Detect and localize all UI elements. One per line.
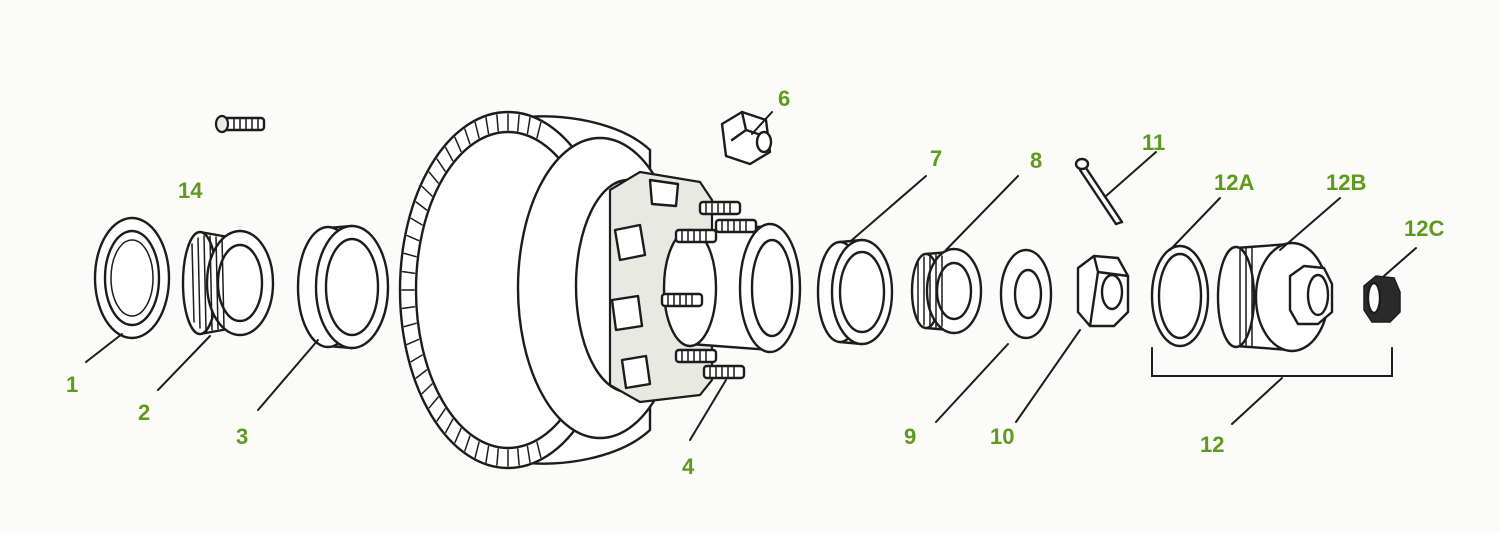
label-12b: 12B	[1326, 170, 1366, 195]
spindle-washer-part	[999, 248, 1053, 340]
label-11: 11	[1142, 130, 1165, 155]
label-3: 3	[236, 424, 248, 449]
wheel-stud-loose-part	[214, 114, 266, 134]
part-labels: 1 2 3 4 6 7 8 9 10 11 12 12A 12B 12C 14	[66, 86, 1444, 479]
outer-bearing-part	[910, 247, 983, 335]
wheel-stud	[714, 218, 758, 234]
o-ring-part	[1150, 244, 1210, 348]
label-4: 4	[682, 454, 695, 479]
wheel-stud	[674, 228, 718, 244]
leader-lines	[85, 111, 1417, 441]
wheel-stud	[702, 364, 746, 380]
outer-race-part	[816, 238, 894, 346]
hub-cap-part	[1216, 241, 1334, 353]
label-6: 6	[778, 86, 790, 111]
wheel-stud	[660, 292, 704, 308]
castle-nut-part	[1076, 254, 1130, 328]
wheel-stud	[674, 348, 718, 364]
label-9: 9	[904, 424, 916, 449]
label-2: 2	[138, 400, 150, 425]
label-10: 10	[990, 424, 1014, 449]
label-1: 1	[66, 372, 78, 397]
inner-race-part	[296, 224, 390, 350]
label-12: 12	[1200, 432, 1224, 457]
label-12a: 12A	[1214, 170, 1254, 195]
label-14: 14	[178, 178, 203, 203]
label-12c: 12C	[1404, 216, 1444, 241]
inner-bearing-part	[181, 229, 275, 337]
label-8: 8	[1030, 148, 1042, 173]
wheel-stud	[698, 200, 742, 216]
grease-seal-part	[93, 216, 171, 340]
cotter-pin-part	[1074, 157, 1124, 226]
group-12-bracket	[1151, 347, 1393, 377]
label-7: 7	[930, 146, 942, 171]
hub-cap-plug-part	[1363, 275, 1401, 323]
lug-nut-part	[720, 110, 773, 166]
hub-drum-part	[398, 110, 802, 470]
